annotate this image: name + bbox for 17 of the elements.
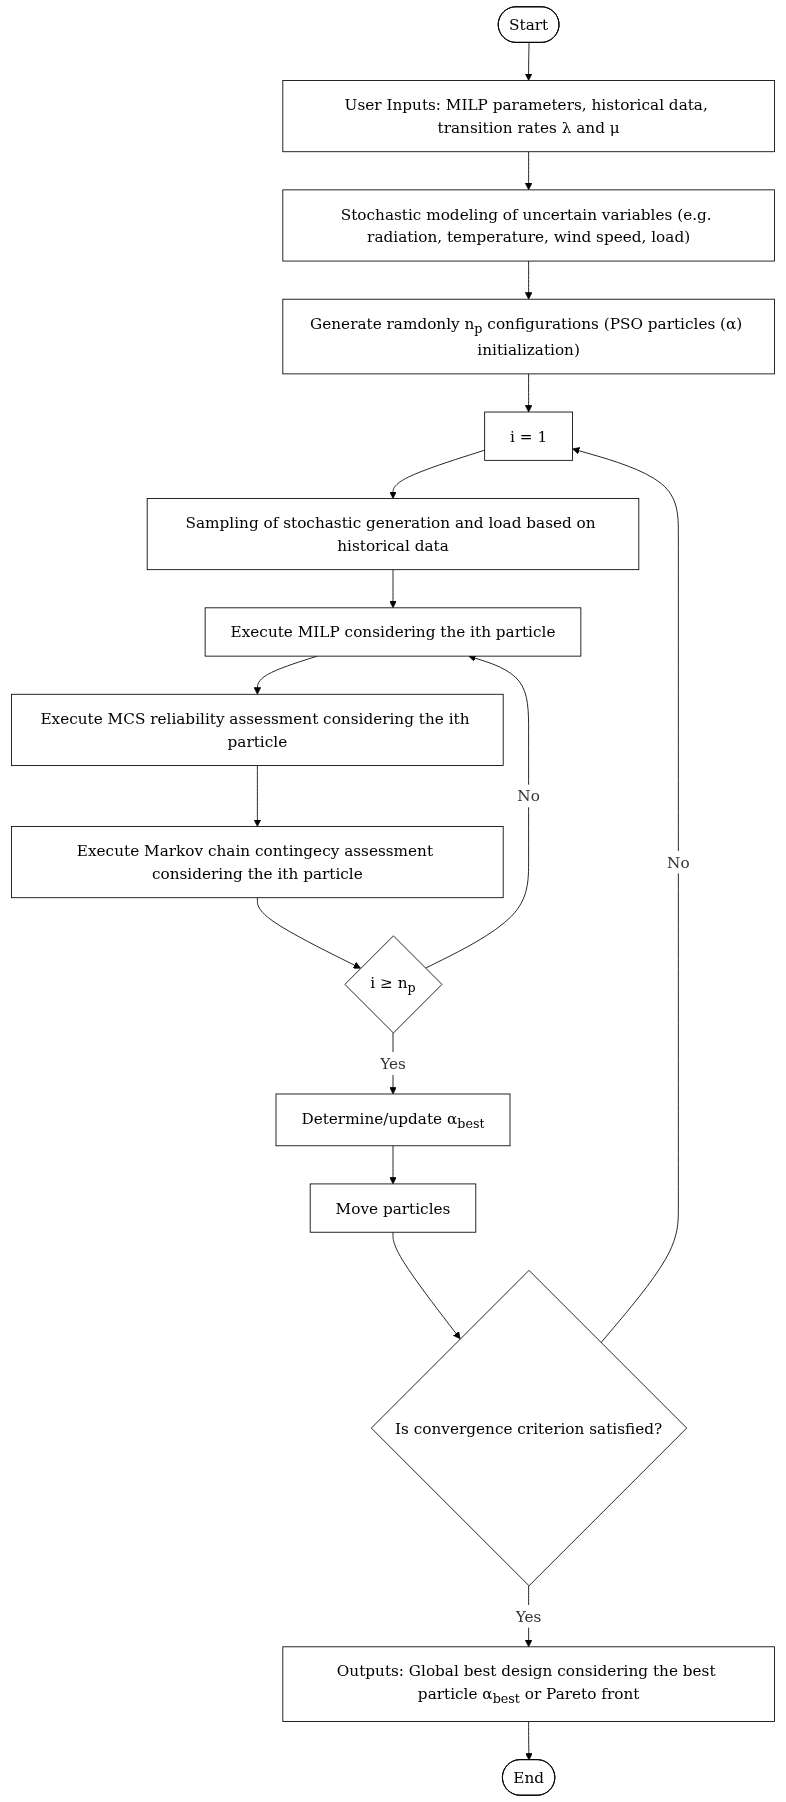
node-box: User Inputs: MILP parameters, historical data, transition rates λ and μ [282,80,775,153]
node-box: Execute MCS reliability assessment considering the ith particle [11,693,504,766]
node-box: Generate ramdonly n$_{p}$ configurations (PSO particles (α) initialization) [282,298,775,375]
node-box: Sampling of stochastic generation and load based on historical data [146,498,640,571]
node-box: Determine/update α$_{best}$ [275,1093,511,1147]
node-box: Execute MILP considering the ith particle [204,607,582,657]
edge-label: Yes [515,1607,542,1626]
node-box: i = 1 [484,411,573,461]
node-diamond: i ≥ n$_{p}$ [344,935,443,1034]
edge-label: No [517,787,540,805]
edge-label: Yes [380,1054,406,1073]
node-diamond: Is convergence criterion satisfied? [370,1269,688,1587]
node-box: Stochastic modeling of uncertain variables (e.g. radiation, temperature, wind speed, load) [282,189,775,262]
node-box: Move particles [309,1183,477,1233]
edge-label: No [667,853,690,871]
node-box: Outputs: Global best design considering the best particle α$_{best}$ or Pareto front [282,1646,775,1722]
node-box: Execute Markov chain contingecy assessment considering the ith particle [11,826,504,899]
